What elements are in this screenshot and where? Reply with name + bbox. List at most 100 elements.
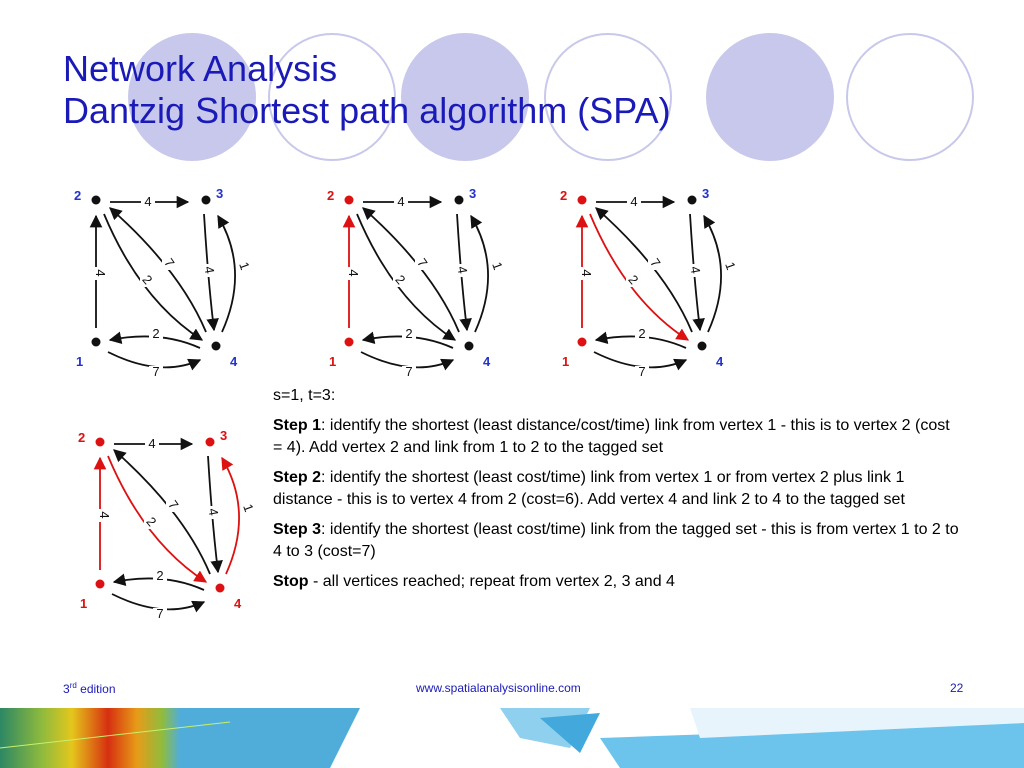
node-label-1: 1 [76,354,83,369]
edge-weight-4-1: 2 [638,326,645,341]
node-label-4: 4 [483,354,491,369]
edge-weight-1-4: 7 [156,606,163,621]
footer-url: www.spatialanalysisonline.com [416,681,581,695]
node-label-1: 1 [329,354,336,369]
step-3-text: : identify the shortest (least cost/time… [273,521,959,560]
edition-number: 3 [63,682,70,696]
edge-weight-4-1: 2 [405,326,412,341]
edition-superscript: rd [69,681,77,690]
decor-circle [268,33,396,161]
edge-weight-4-1: 2 [152,326,159,341]
edge-4-to-3 [703,214,722,333]
node-label-4: 4 [234,596,242,611]
edge-weight-4-3: 1 [240,502,257,514]
node-2 [95,437,105,447]
source-target-line: s=1, t=3: [273,387,336,404]
title-line-2: Dantzig Shortest path algorithm (SPA) [63,90,671,131]
node-1 [95,579,105,589]
edge-2-to-4 [589,213,690,341]
edge-4-to-2 [113,449,211,575]
edge-weight-2-3: 4 [144,194,151,209]
node-label-3: 3 [702,186,709,201]
step-2-heading: Step 2 [273,469,322,486]
decor-circle [706,33,834,161]
step-3: Step 3: identify the shortest (least cos… [273,519,963,563]
node-3 [687,195,697,205]
node-label-3: 3 [469,186,476,201]
decor-circle [128,33,256,161]
node-1 [344,337,354,347]
step-1: Step 1: identify the shortest (least dis… [273,415,963,459]
edge-weight-1-2: 4 [346,269,361,276]
node-label-1: 1 [562,354,569,369]
edge-weight-3-4: 4 [454,265,470,275]
edition-word: edition [76,682,116,696]
node-3 [454,195,464,205]
header-circles-decoration [128,33,974,161]
edge-weight-4-1: 2 [156,568,163,583]
edge-weight-1-2: 4 [97,511,112,518]
step-1-text: : identify the shortest (least distance/… [273,417,950,456]
node-4 [211,341,221,351]
edge-4-to-2 [595,207,693,333]
edge-4-to-2 [362,207,460,333]
node-4 [464,341,474,351]
node-label-1: 1 [80,596,87,611]
edge-weight-4-3: 1 [722,260,739,272]
edge-4-to-3 [470,214,489,333]
node-label-2: 2 [78,430,85,445]
node-label-3: 3 [220,428,227,443]
edge-weight-4-3: 1 [489,260,506,272]
node-label-4: 4 [716,354,724,369]
step-3-heading: Step 3 [273,521,322,538]
node-label-2: 2 [560,188,567,203]
node-label-2: 2 [74,188,81,203]
decor-circle [544,33,672,161]
decor-circle [401,33,529,161]
edge-weight-2-3: 4 [630,194,637,209]
stop-heading: Stop [273,573,309,590]
node-2 [577,195,587,205]
edge-weight-3-4: 4 [201,265,217,275]
footer-page-number: 22 [950,681,964,695]
edge-2-to-4 [107,455,208,583]
node-label-4: 4 [230,354,238,369]
stop-text: - all vertices reached; repeat from vert… [308,573,675,590]
edge-weight-2-3: 4 [397,194,404,209]
edge-4-to-2 [109,207,207,333]
edge-4-to-3 [217,214,236,333]
edge-2-to-4 [103,213,204,341]
decor-circle [846,33,974,161]
node-2 [344,195,354,205]
node-4 [697,341,707,351]
edge-weight-2-3: 4 [148,436,155,451]
step-2-text: : identify the shortest (least cost/time… [273,469,905,508]
edge-weight-1-4: 7 [638,364,645,379]
edge-4-to-3 [221,456,240,575]
edge-weight-1-2: 4 [93,269,108,276]
node-1 [577,337,587,347]
node-3 [201,195,211,205]
node-label-2: 2 [327,188,334,203]
algorithm-steps: s=1, t=3: Step 1: identify the shortest … [273,385,963,601]
edge-weight-1-4: 7 [152,364,159,379]
edge-2-to-4 [356,213,457,341]
title-line-1: Network Analysis [63,48,338,89]
edge-weight-4-3: 1 [236,260,253,272]
step-2: Step 2: identify the shortest (least cos… [273,467,963,511]
edge-weight-1-4: 7 [405,364,412,379]
map-banner-decoration [0,708,1024,768]
node-1 [91,337,101,347]
edge-weight-3-4: 4 [687,265,703,275]
step-stop: Stop - all vertices reached; repeat from… [273,571,963,593]
footer-edition: 3rd edition [63,681,116,696]
edge-weight-1-2: 4 [579,269,594,276]
step-1-heading: Step 1 [273,417,322,434]
edge-weight-3-4: 4 [205,507,221,517]
node-label-3: 3 [216,186,223,201]
node-2 [91,195,101,205]
